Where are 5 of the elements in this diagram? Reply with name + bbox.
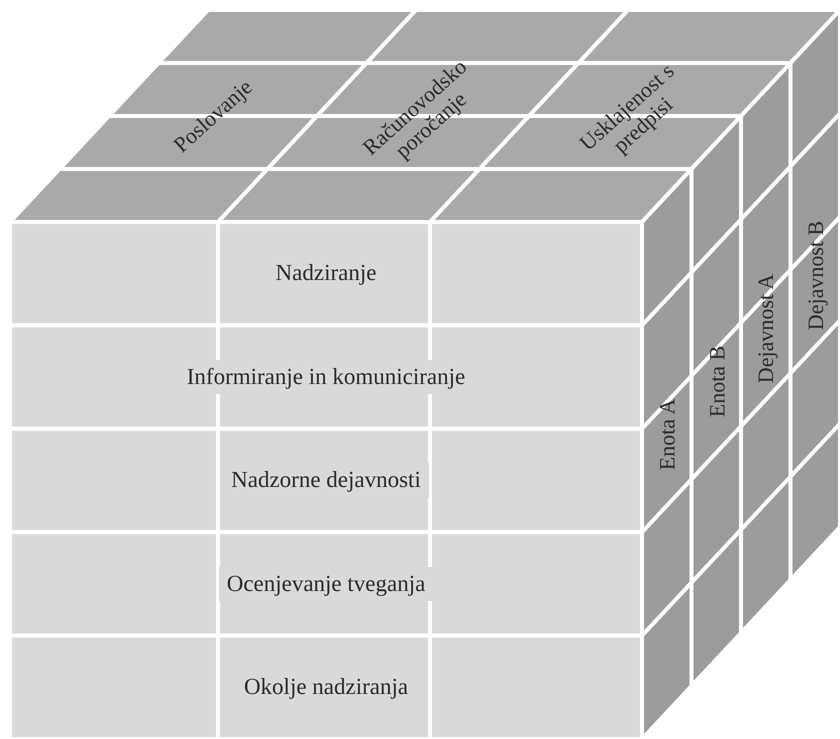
cube-label: Enota B bbox=[702, 345, 730, 417]
cube-label: Ocenjevanje tveganja bbox=[218, 566, 434, 602]
cube-label: Dejavnost A bbox=[752, 273, 780, 383]
cube-label: Enota A bbox=[653, 398, 680, 470]
cube-label: Dejavnost B bbox=[802, 220, 829, 330]
